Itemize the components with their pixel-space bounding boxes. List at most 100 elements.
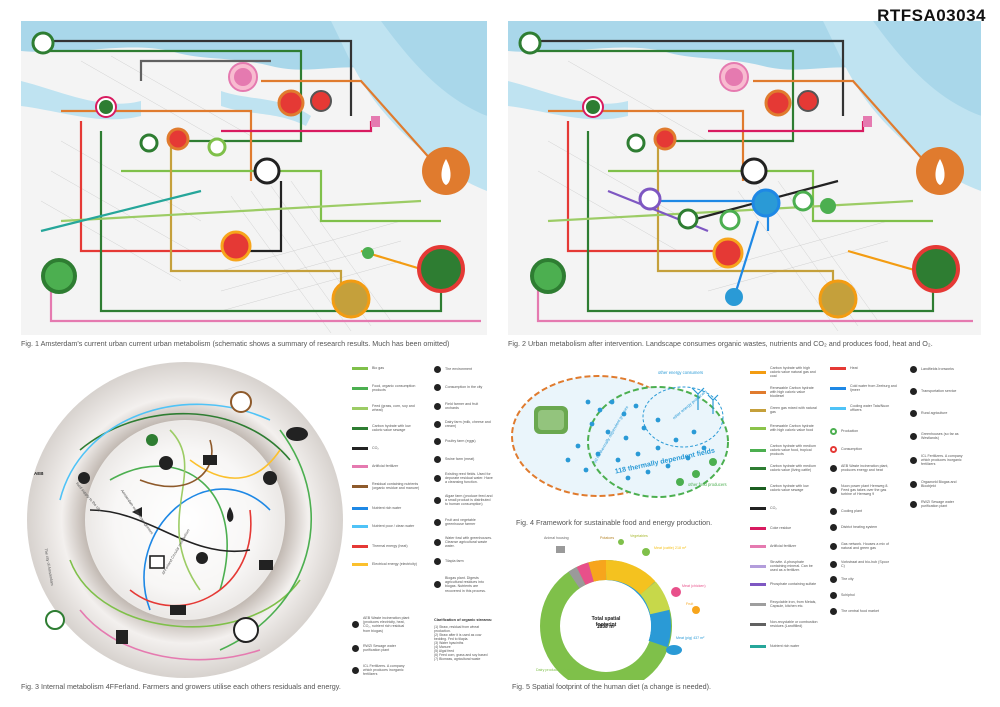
- legend5-row: Carbon hydrate with medium caloric value…: [750, 464, 818, 472]
- cooling-plant-icon: [830, 508, 837, 515]
- legend5-mid-icon: Schiphol: [830, 592, 889, 599]
- fig4-caption: Fig. 4 Framework for sustainable food an…: [516, 518, 713, 527]
- fig5-donut-chart: [540, 539, 700, 680]
- legend-swatch: [352, 386, 368, 390]
- fig1-svg: [21, 21, 487, 335]
- cow-icon: [434, 420, 441, 428]
- legend-swatch: [352, 506, 368, 510]
- district-heating-icon: [830, 524, 837, 531]
- legend5-mid-icon: AEB Waste incineration plant, produces e…: [830, 464, 889, 472]
- legend-swatch: [750, 370, 766, 374]
- fig5-center-title: Total spatial footprint: [591, 616, 621, 628]
- field-farmer-icon: [434, 402, 441, 410]
- fig5-fruit-label: Fruit: [686, 602, 694, 606]
- legend3-notes-title: Clarification of organic streams:: [434, 618, 493, 622]
- legend5-row: Nutrient rich water: [750, 644, 818, 648]
- legend5-row: Phosphate containing sulfate: [750, 582, 818, 586]
- truck-icon: [910, 388, 917, 395]
- fig3-aeb-label: AEB: [34, 471, 44, 476]
- fig5-slice-vegetables: [640, 581, 670, 615]
- fig5-legend: Carbon hydrate with high caloric value n…: [750, 364, 990, 684]
- fig3-internal-metabolism: AEB 4FFerland Circular metabolism The ci…: [20, 360, 350, 682]
- biogas-flame-icon: [434, 580, 441, 588]
- legend5-mid-icon: District heating system: [830, 524, 889, 531]
- legend5-row: Renewable Carbon hydrate with high calor…: [750, 386, 818, 399]
- legend-swatch: [352, 484, 368, 488]
- sewage-plant-icon: [910, 500, 917, 508]
- legend5-row: Renewable Carbon hydrate with high calor…: [750, 424, 818, 432]
- fig5-diet-footprint: Total spatial footprint 1853 m² Dairy pr…: [526, 532, 726, 680]
- legend-swatch: [750, 526, 766, 530]
- fish-icon: [434, 558, 441, 565]
- legend-swatch: [750, 564, 766, 568]
- production-circle-icon: [830, 428, 837, 435]
- legend-swatch: [750, 544, 766, 548]
- legend3-bottom-icon: RWZI Sewage water purification plant: [352, 644, 411, 652]
- legend-swatch: [750, 408, 766, 412]
- biogas-icon: [910, 480, 917, 488]
- fig2-svg: [508, 21, 981, 335]
- fig1-metabolism-map: [21, 21, 487, 335]
- legend3-icon: Consumption in the city: [434, 384, 493, 391]
- legend5-mid-icon: Production: [830, 428, 889, 435]
- greenhouse-icon: [434, 518, 441, 526]
- legend3-icon: Dairy farm (milk, cheese and cream): [434, 420, 493, 428]
- legend-swatch: [750, 602, 766, 606]
- legend-swatch: [750, 448, 766, 452]
- legend3-row: Feed (grass, corn, soy and wheat): [352, 404, 420, 412]
- fig5-caption: Fig. 5 Spatial footprint of the human di…: [512, 682, 711, 691]
- legend3-row: Electrical energy (electricity): [352, 562, 420, 566]
- legend5-row: Struvite. A phosphate containing mineral…: [750, 560, 818, 573]
- legend5-row: Green gas mixed with natural gas: [750, 406, 818, 414]
- legend5-mid-icon: Vorkstraat and bio-hub (Spoor C): [830, 560, 889, 568]
- legend3-notes: (1) Straw, residual from wheat productio…: [434, 625, 488, 661]
- fig5-potatoes-label: Potatoes: [600, 536, 615, 540]
- legend3-icon: Tilapia farm: [434, 558, 493, 565]
- legend5-mid-icon: Cooling plant: [830, 508, 889, 515]
- legend-swatch: [352, 562, 368, 566]
- legend3-row: Food, organic consumption products: [352, 384, 420, 392]
- legend-swatch: [750, 644, 766, 648]
- legend-swatch: [750, 486, 766, 490]
- algae-farm-icon: [434, 496, 441, 504]
- fig4-framework: 118 thermally dependent fields 50 ha the…: [508, 362, 748, 510]
- fig5-dairy-label: Dairy products 772 m²: [536, 668, 572, 672]
- legend-swatch: [830, 386, 846, 390]
- legend5-mid-row: Cooling water Tata/Nuon officers: [830, 404, 898, 412]
- fig5-chicken-label: Meat (chicken): [682, 584, 706, 588]
- legend3-row: Nutrient rich water: [352, 506, 420, 510]
- fig4-food-producers-label: other food producers: [688, 482, 727, 487]
- legend5-mid-icon: The central food market: [830, 608, 889, 615]
- fig2-metabolism-map: [508, 21, 981, 335]
- legend5-mid-row: Cold water from Zeeburg and Ijmeer: [830, 384, 898, 392]
- legend3-row: Carbon hydrate with low caloric value se…: [352, 424, 420, 432]
- legend-swatch: [750, 622, 766, 626]
- legend3-icon: Water fowl with greenhouses. Cleanse agr…: [434, 536, 493, 549]
- legend3-row: Residual containing nutrients (organic r…: [352, 482, 420, 490]
- fig3-legend: Bio gas Food, organic consumption produc…: [352, 364, 500, 694]
- legend-swatch: [750, 390, 766, 394]
- fig3-svg: [27, 362, 343, 678]
- legend-swatch: [352, 406, 368, 410]
- legend5-row: Carbon hydrate with low caloric value se…: [750, 484, 818, 492]
- legend5-right-icon: Landfields Ironworks: [910, 366, 969, 373]
- legend5-row: CO₂: [750, 506, 818, 510]
- aeb-plant-icon: [352, 620, 359, 628]
- legend5-row: Non-recyclable or combustion residues (L…: [750, 620, 818, 628]
- consumption-circle-icon: [830, 446, 837, 453]
- fig5-slice-fruit: [588, 559, 607, 582]
- legend-swatch: [750, 466, 766, 470]
- chicken-icon: [434, 438, 441, 445]
- legend3-icon: Swine farm (meat): [434, 456, 493, 463]
- fig5-vegetables-label: Vegetables: [630, 534, 648, 538]
- fig4-svg: [511, 375, 729, 498]
- airplane-icon: [830, 592, 837, 599]
- fig5-housing-label: Animal housing: [544, 536, 569, 540]
- recycle-icon: [352, 644, 359, 652]
- city-icon: [830, 576, 837, 583]
- fig5-cattle-label: Meat (cattle) 218 m²: [654, 546, 687, 550]
- legend3-bottom-icon: AEB Waste incineration plant (produces e…: [352, 616, 411, 633]
- legend-swatch: [352, 544, 368, 548]
- legend5-mid-icon: The city: [830, 576, 889, 583]
- legend-swatch: [750, 506, 766, 510]
